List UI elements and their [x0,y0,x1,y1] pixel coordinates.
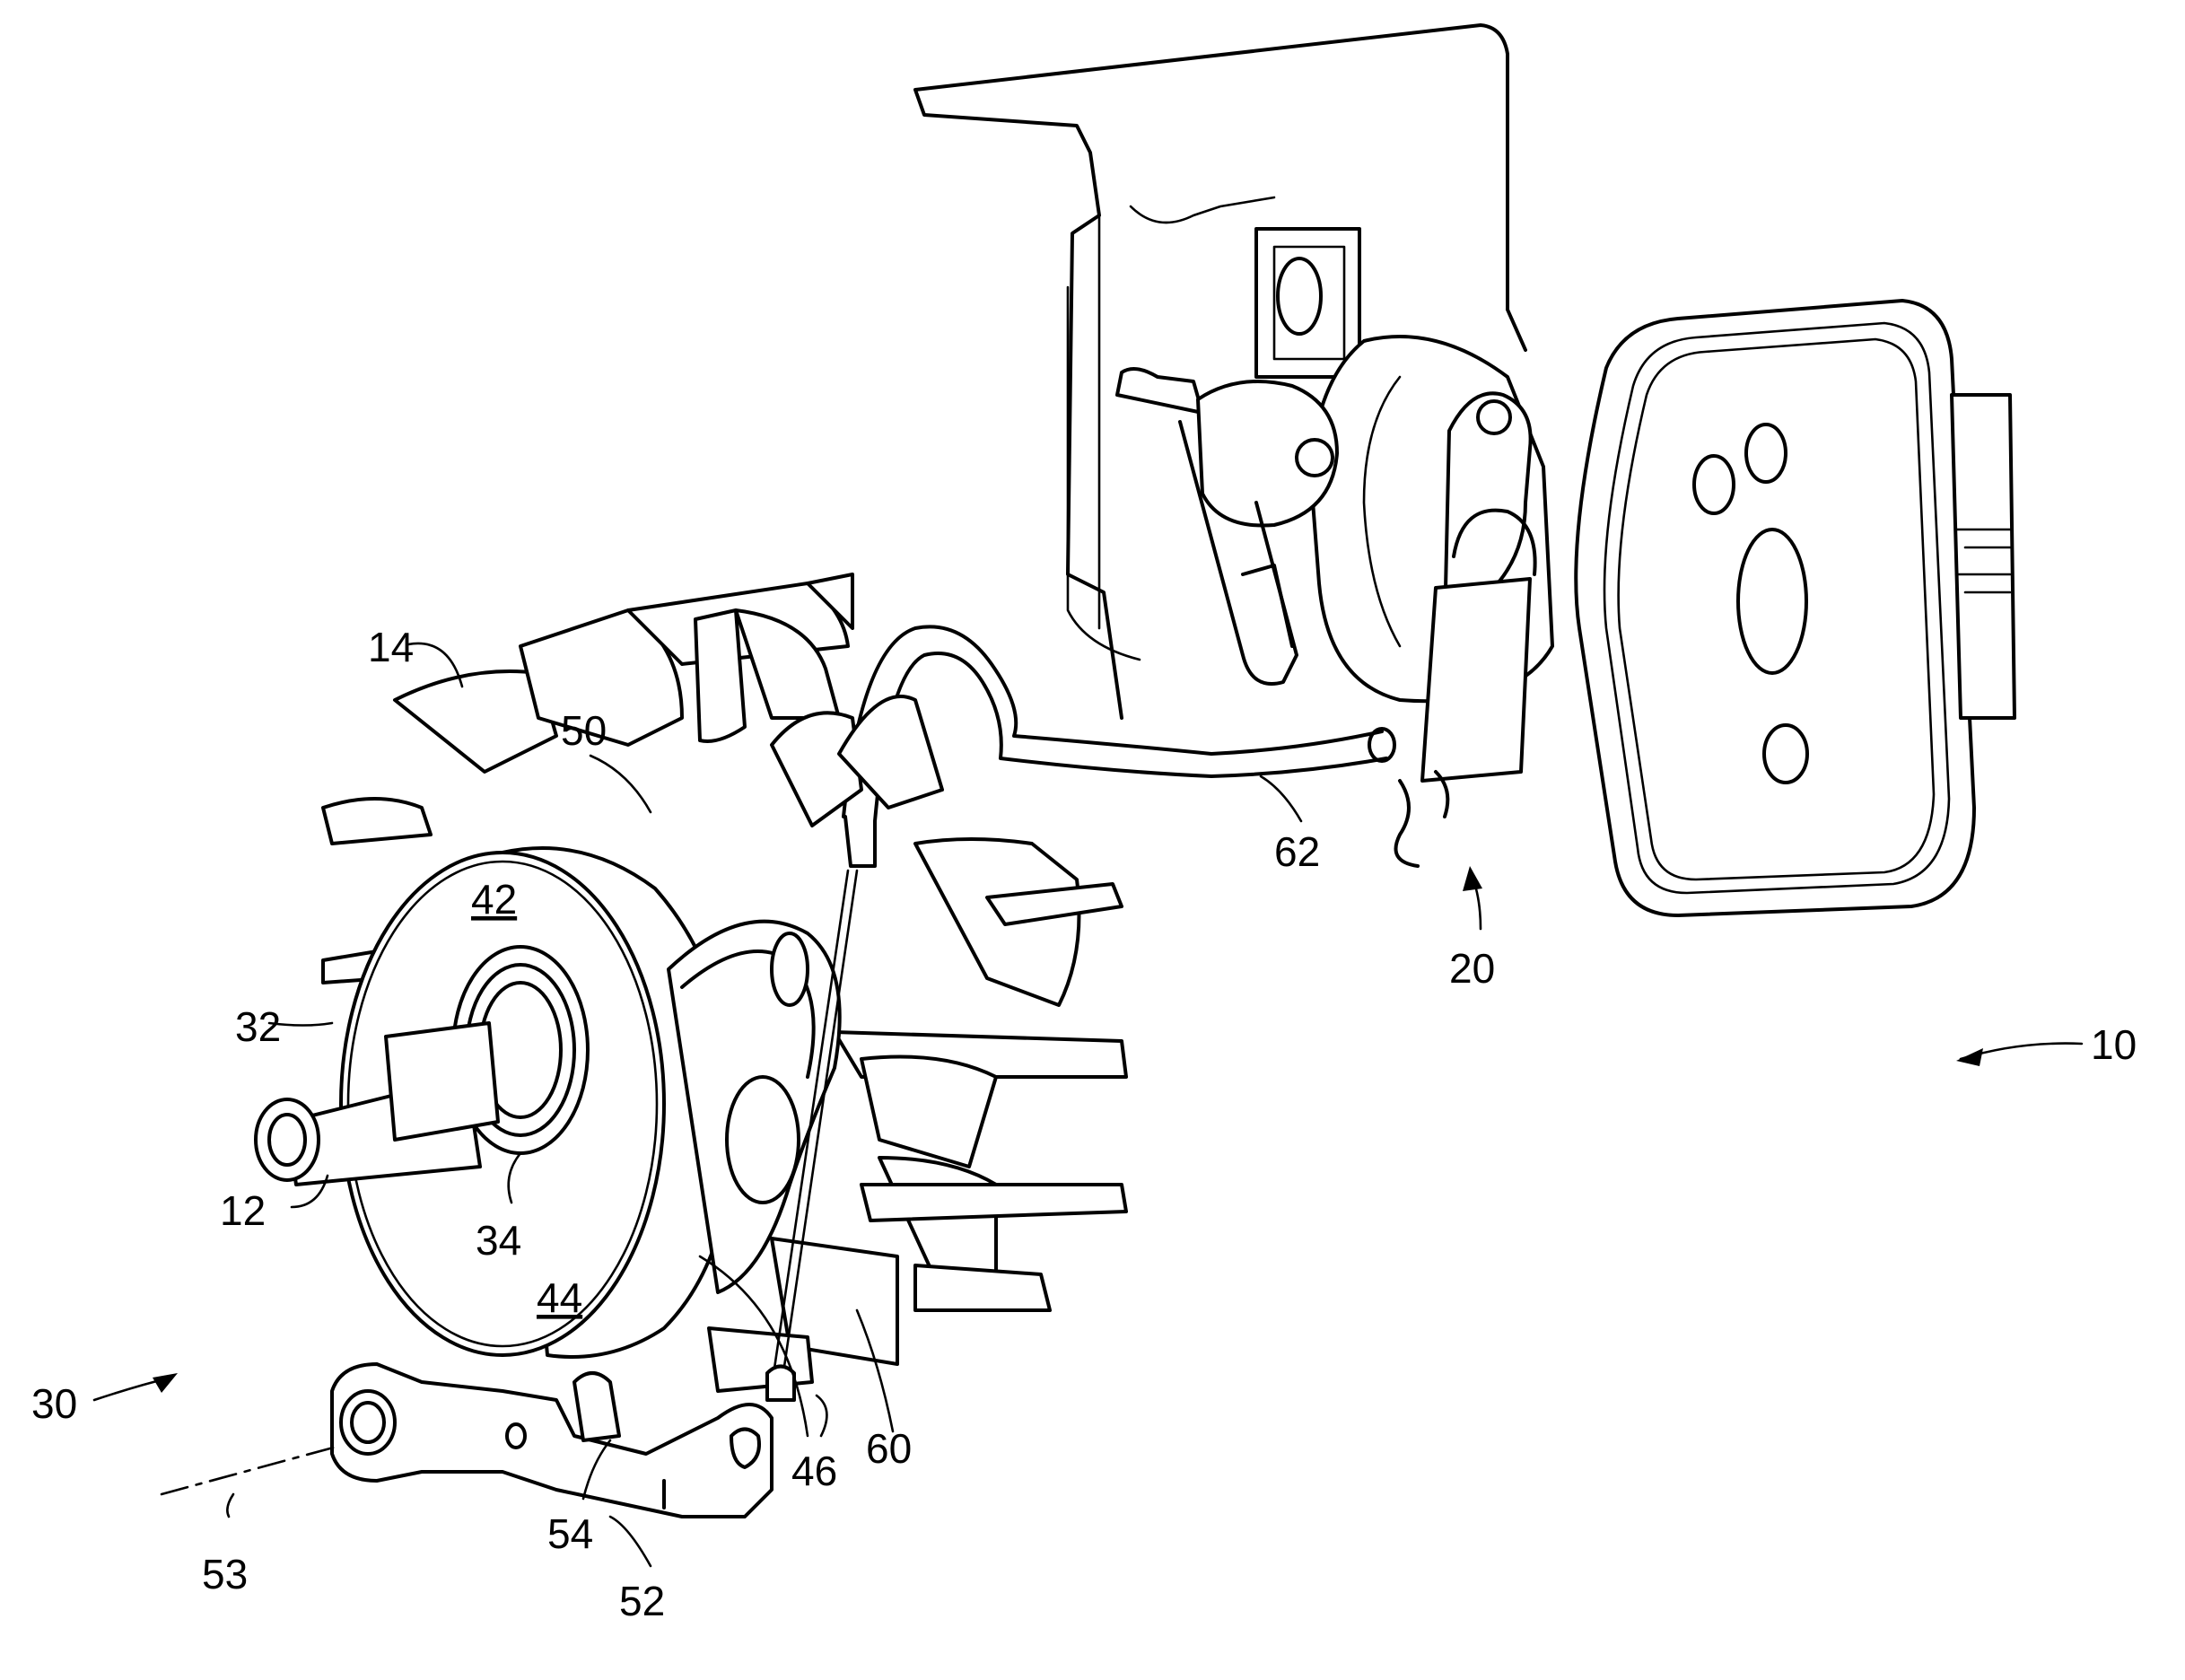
housing-port [1256,229,1359,377]
label-52: 52 [619,1578,665,1624]
label-12: 12 [220,1187,266,1234]
label-60: 60 [866,1425,912,1472]
label-46: 46 [791,1448,837,1494]
governor-arm [332,1364,772,1517]
label-42: 42 [471,876,517,923]
label-30: 30 [31,1380,77,1427]
label-10: 10 [2091,1021,2137,1068]
label-20: 20 [1449,945,1495,992]
label-50: 50 [561,707,607,754]
label-44: 44 [537,1274,582,1321]
label-32: 32 [235,1003,281,1050]
label-54: 54 [547,1510,593,1557]
filter-plate [1576,301,2015,915]
lever-link [1117,369,1337,684]
label-14: 14 [368,624,414,670]
label-53: 53 [202,1551,248,1597]
label-62: 62 [1274,828,1320,875]
label-34: 34 [476,1217,521,1264]
